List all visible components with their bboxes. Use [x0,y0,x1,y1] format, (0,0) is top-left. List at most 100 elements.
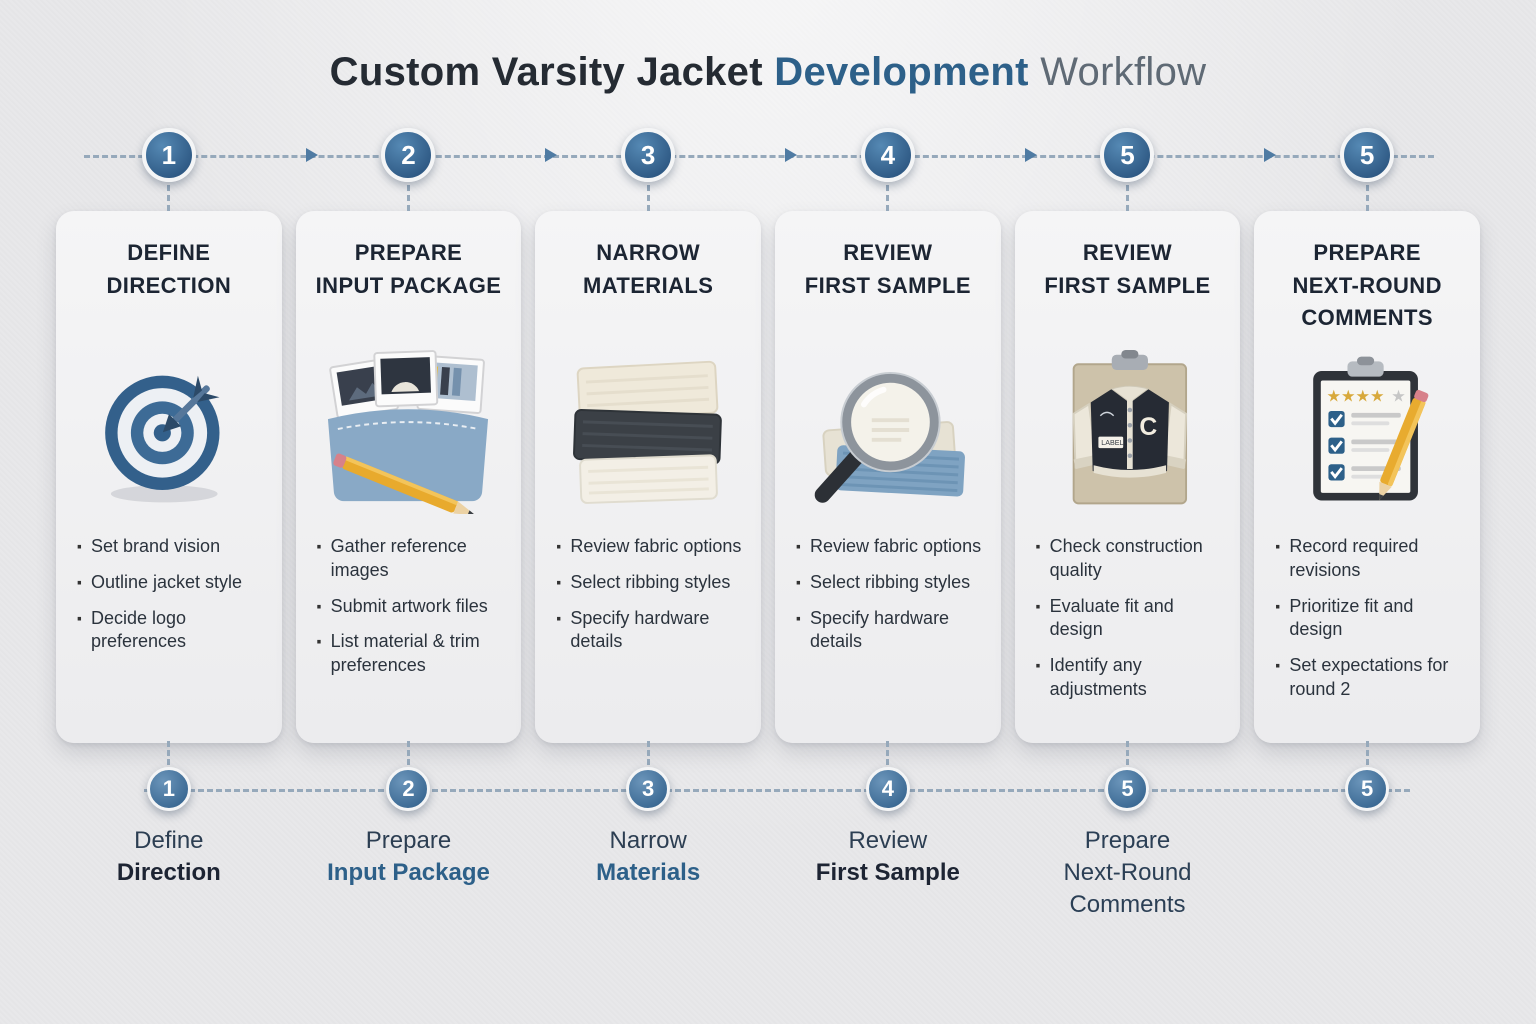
bullet-item: Check construction quality [1035,532,1225,583]
title-part-main: Custom Varsity Jacket [329,50,763,94]
bullet-item: Prioritize fit and design [1274,592,1464,643]
step-card-prepare-next-round-comments: PREPARE NEXT-ROUND COMMENTS ★★★★ ★ [1254,211,1480,743]
step-icon-area [551,337,745,523]
step-title: REVIEW FIRST SAMPLE [804,240,971,298]
bottom-timeline: 1 2 3 4 5 5 [56,741,1480,817]
step-number-badge: 4 [865,767,910,811]
bottom-timeline-step-3: 3 [535,741,761,817]
connector-tick [406,185,410,211]
reference-folder-icon [328,350,489,514]
step-card-review-first-sample: REVIEW FIRST SAMPLE [775,211,1001,743]
title-part-accent: Development [774,50,1029,94]
connector-tick [646,185,650,211]
arrow-right-icon [785,148,797,162]
comments-checklist-icon: ★★★★ ★ [1313,356,1429,501]
bullet-item: Outline jacket style [76,568,266,599]
bullet-item: Specify hardware details [795,604,985,655]
bullet-item: Review fabric options [555,532,745,563]
step-icon-area [312,337,506,523]
step-bullets: Check construction quality Evaluate fit … [1031,532,1225,714]
arrow-right-icon [545,148,558,162]
bullet-item: Decide logo preferences [76,604,266,655]
step-icon-area [72,337,266,523]
step-card-review-sample-jacket: REVIEW FIRST SAMPLE [1014,211,1241,743]
bullet-item: Record required revisions [1274,532,1464,583]
connector-tick [1125,185,1129,211]
timeline-dashed-line [144,789,1410,792]
bullet-item: List material & trim preferences [316,627,506,678]
bottom-step-label-prepare-input-package: Prepare Input Package [327,827,490,886]
top-timeline-step-4: 4 [775,109,1001,211]
bullet-item: Select ribbing styles [795,568,985,599]
step-number-badge: 5 [1105,767,1150,811]
step-number-badge: 1 [146,767,191,811]
connector-tick [406,741,410,765]
magnifier-swatch-icon [814,371,965,503]
varsity-jacket-icon: C LABEL [1073,349,1188,505]
step-number-badge: 2 [381,128,436,182]
bottom-step-label-prepare-next-round-comments: Prepare Next-Round Comments [1063,827,1192,918]
bottom-labels: Define Direction Prepare Input Package N… [56,825,1480,921]
svg-text:C: C [1140,414,1158,441]
bullet-item: Submit artwork files [316,592,506,623]
bottom-timeline-step-1: 1 [56,741,282,817]
bullet-item: Set brand vision [76,532,266,563]
step-icon-area: C LABEL [1031,337,1225,523]
bullet-item: Select ribbing styles [555,568,745,599]
step-number-badge: 4 [860,128,915,182]
step-card-prepare-input-package: PREPARE INPUT PACKAGE [295,211,522,743]
bottom-timeline-step-6: 5 [1254,741,1480,817]
title-part-suffix: Workflow [1040,50,1207,94]
svg-text:LABEL: LABEL [1102,439,1124,447]
step-number-badge: 5 [1340,128,1395,182]
step-title: REVIEW FIRST SAMPLE [1044,240,1211,298]
connector-tick [646,741,650,765]
fabric-swatches-icon [573,360,722,504]
bottom-step-label-define-direction: Define Direction [116,827,221,886]
bullet-item: Gather reference images [316,532,506,583]
connector-tick [167,185,171,211]
bullet-item: Evaluate fit and design [1035,592,1225,643]
connector-tick [1365,185,1369,211]
step-title: PREPARE INPUT PACKAGE [315,240,502,298]
step-card-define-direction: DEFINE DIRECTION [56,211,282,743]
top-timeline-step-6: 5 [1254,109,1480,211]
step-number-badge: 5 [1100,128,1155,182]
bullet-item: Review fabric options [795,532,985,563]
bottom-timeline-step-5: 5 [1015,741,1241,817]
connector-tick [886,185,890,211]
top-timeline-step-2: 2 [296,109,522,211]
page-title: Custom Varsity Jacket Development Workfl… [0,50,1536,95]
timeline-dashed-line [84,155,1434,158]
top-timeline-step-1: 1 [56,109,282,211]
step-number-badge: 2 [386,767,431,811]
step-number-badge: 3 [626,767,671,811]
step-number-badge: 3 [621,128,676,182]
connector-tick [886,741,890,765]
step-bullets: Set brand vision Outline jacket style De… [72,532,266,666]
step-title: DEFINE DIRECTION [106,240,232,298]
bullet-item: Set expectations for round 2 [1274,651,1464,702]
step-bullets: Review fabric options Select ribbing sty… [791,532,985,666]
bottom-step-label-narrow-materials: Narrow Materials [596,827,701,886]
target-dart-icon [104,375,220,503]
step-bullets: Record required revisions Prioritize fit… [1270,532,1464,714]
bottom-step-label-review-first-sample: Review First Sample [815,827,960,886]
svg-text:★★★★: ★★★★ [1327,387,1385,405]
connector-tick [167,741,171,765]
step-bullets: Gather reference images Submit artwork f… [312,532,506,690]
step-title: PREPARE NEXT-ROUND COMMENTS [1292,240,1442,331]
step-number-badge: 1 [141,128,196,182]
step-bullets: Review fabric options Select ribbing sty… [551,532,745,666]
step-card-narrow-materials: NARROW MATERIALS [535,211,761,743]
arrow-right-icon [1024,148,1037,162]
top-timeline: 1 2 3 4 5 5 [56,109,1480,211]
step-icon-area [791,337,985,523]
connector-tick [1125,741,1129,765]
svg-text:★: ★ [1391,387,1406,405]
bottom-step-label-empty [1254,825,1480,921]
bullet-item: Identify any adjustments [1035,651,1225,702]
step-number-badge: 5 [1345,767,1390,811]
arrow-right-icon [1264,148,1277,162]
